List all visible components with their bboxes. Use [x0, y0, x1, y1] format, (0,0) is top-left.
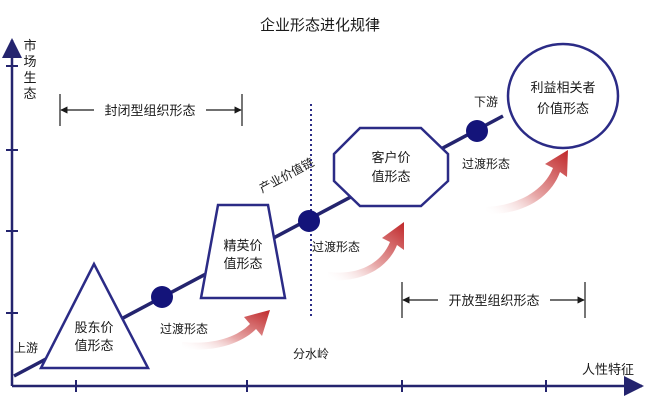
customer-value-octagon — [332, 126, 450, 208]
elite-label-line2: 值形态 — [223, 256, 262, 272]
transition-node-3 — [466, 120, 488, 142]
stakeholder-label-line1: 利益相关者 — [530, 81, 595, 96]
svg-text:场: 场 — [23, 55, 36, 70]
closed-range: 封闭型组织形态 — [59, 94, 243, 126]
customer-label-line2: 值形态 — [371, 169, 410, 185]
closed-range-label: 封闭型组织形态 — [104, 104, 195, 119]
svg-text:态: 态 — [23, 87, 36, 102]
stakeholder-value-circle — [506, 42, 620, 150]
y-axis-label: 市 场 生 态 — [23, 38, 36, 102]
transition-label-2: 过渡形态 — [312, 239, 360, 254]
open-range: 开放型组织形态 — [401, 282, 586, 318]
open-range-label: 开放型组织形态 — [448, 294, 539, 309]
elite-label-line1: 精英价 — [223, 239, 262, 254]
x-axis-label: 人性特征 — [582, 363, 634, 378]
svg-text:市: 市 — [23, 38, 36, 54]
watershed-label: 分水岭 — [293, 347, 329, 361]
customer-label-line1: 客户价 — [371, 150, 410, 166]
elite-value-trapezoid — [199, 203, 287, 300]
downstream-label: 下游 — [474, 95, 498, 109]
transition-arrow-1 — [182, 310, 270, 350]
value-chain-label: 产业价值链 — [256, 154, 316, 195]
transition-arrow-3 — [486, 150, 568, 215]
upstream-label: 上游 — [14, 341, 38, 355]
shareholder-value-triangle — [38, 261, 151, 370]
transition-label-1: 过渡形态 — [160, 321, 208, 336]
transition-label-3: 过渡形态 — [462, 156, 510, 171]
shareholder-label-line2: 值形态 — [74, 338, 113, 354]
stakeholder-label-line2: 价值形态 — [537, 101, 589, 117]
transition-node-2 — [298, 210, 320, 232]
svg-text:生: 生 — [23, 71, 36, 86]
diagram-title: 企业形态进化规律 — [260, 16, 380, 34]
axes — [1, 38, 644, 396]
shareholder-label-line1: 股东价 — [74, 321, 113, 336]
transition-arrow-2 — [328, 222, 404, 281]
transition-node-1 — [151, 286, 173, 308]
